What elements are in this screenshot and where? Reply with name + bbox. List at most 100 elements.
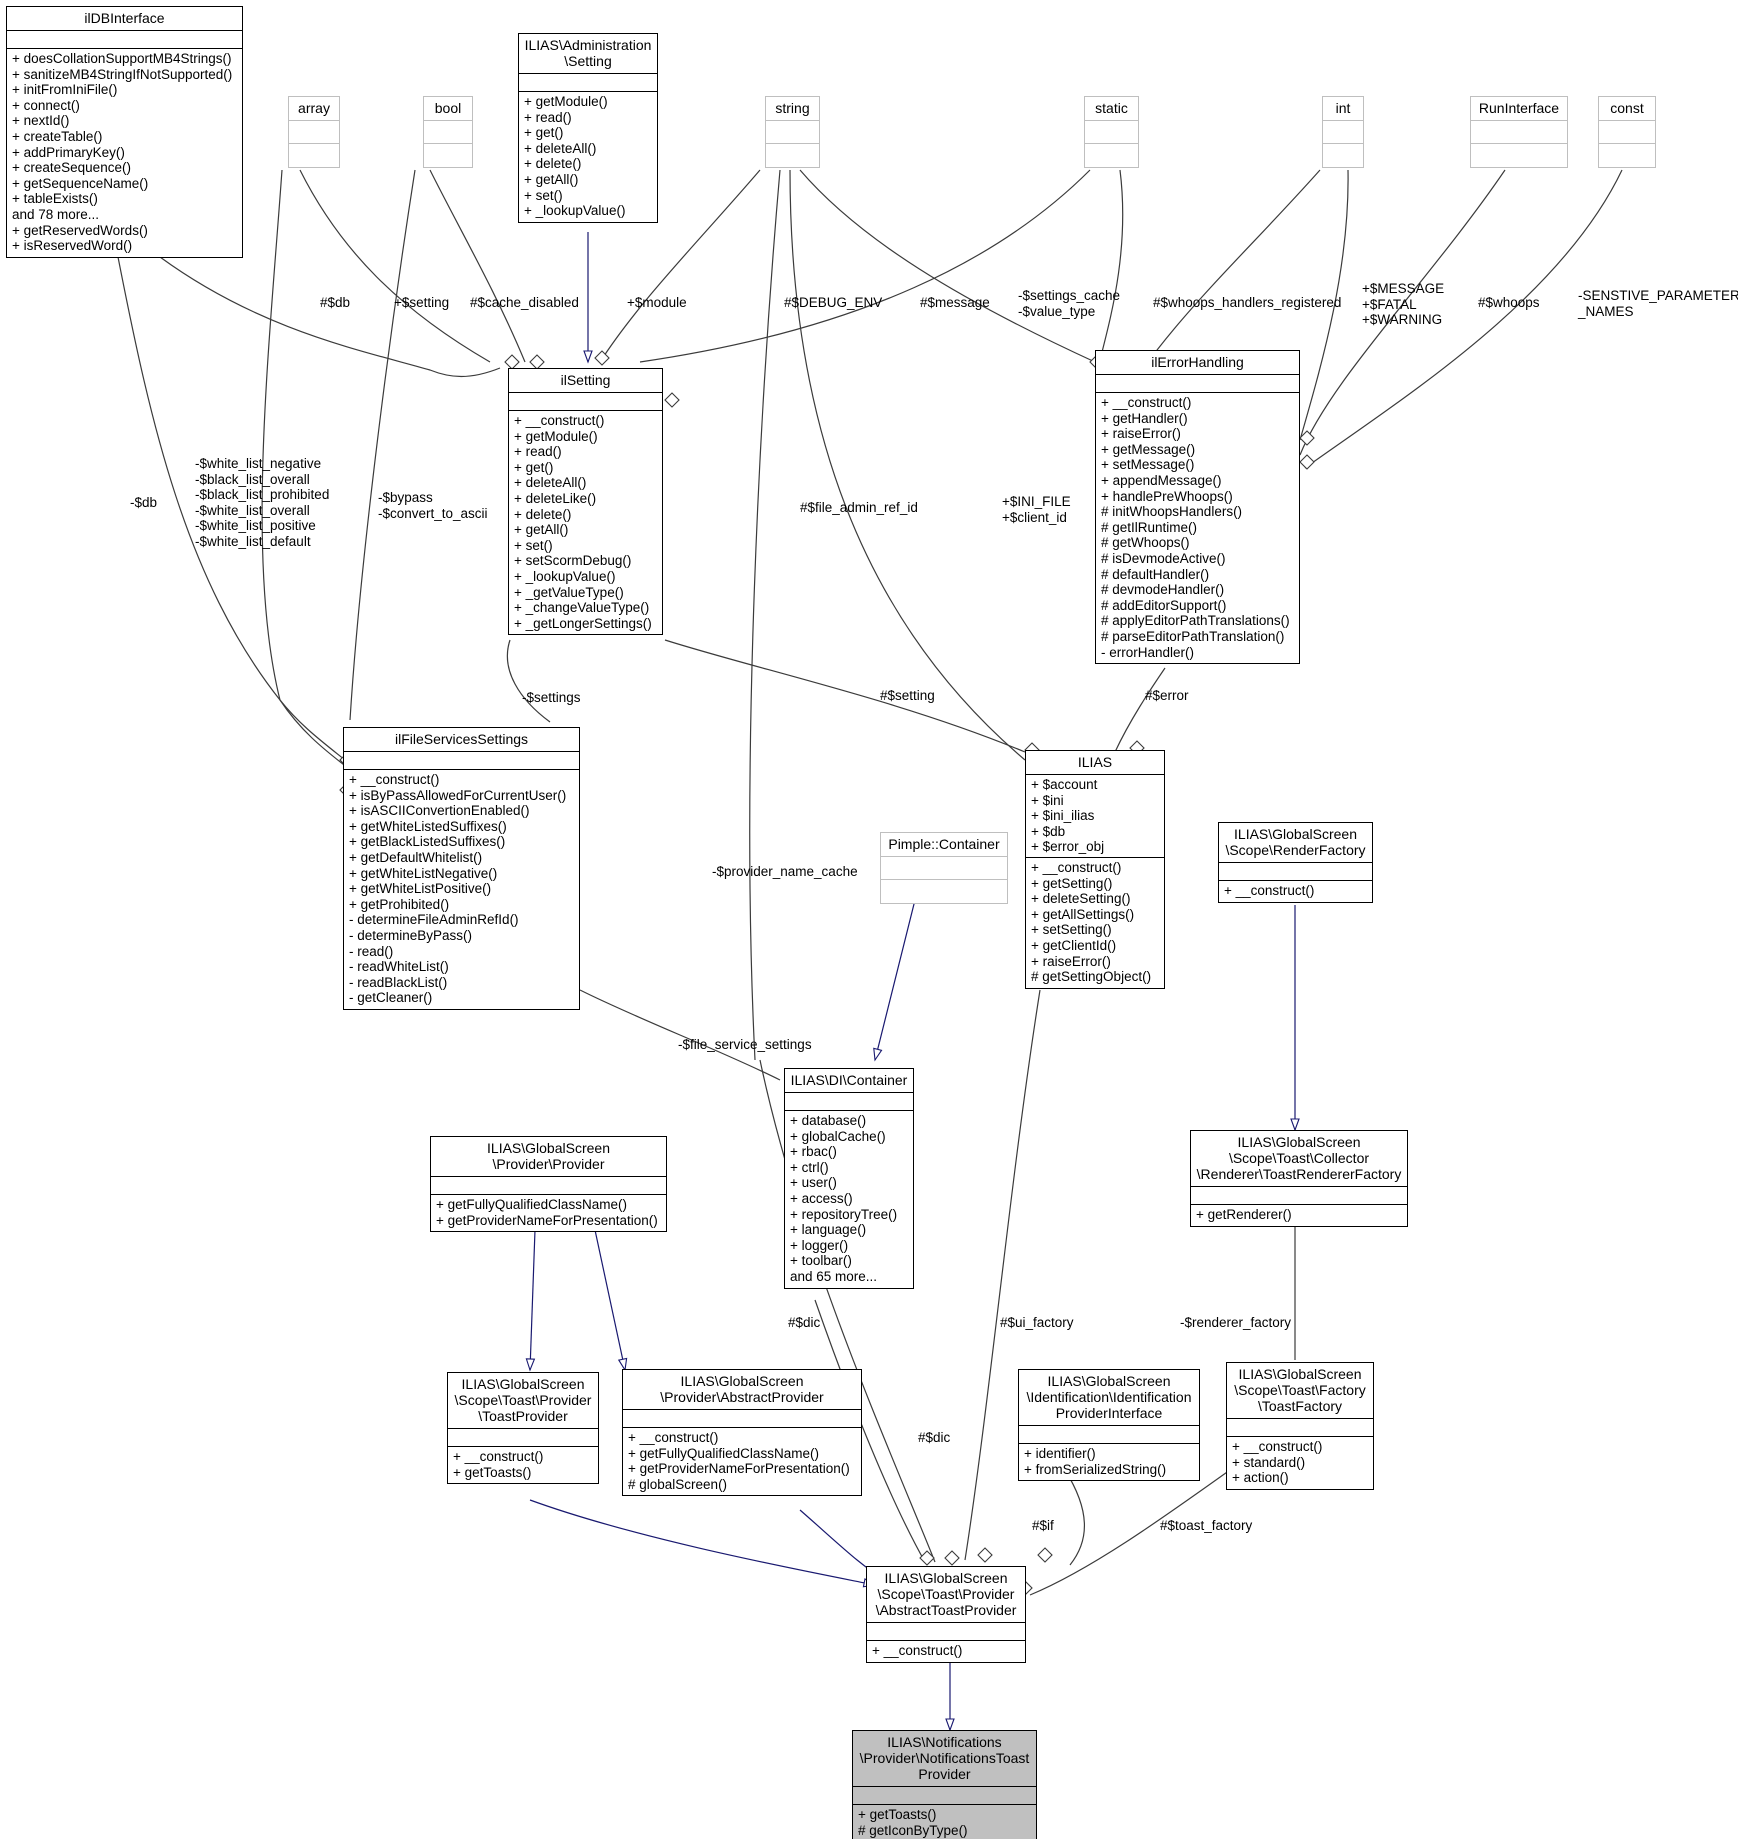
class-member-line: + globalCache()	[790, 1128, 886, 1144]
class-node-static[interactable]: static	[1084, 96, 1139, 168]
class-node-runinterface[interactable]: RunInterface	[1470, 96, 1568, 168]
class-attributes	[1599, 121, 1655, 144]
class-node-toast-renderer-factory[interactable]: ILIAS\GlobalScreen \Scope\Toast\Collecto…	[1190, 1130, 1408, 1227]
class-member-line: + isByPassAllowedForCurrentUser()	[349, 787, 567, 803]
class-operations	[1323, 144, 1363, 167]
class-node-notifications-toast-provider[interactable]: ILIAS\Notifications \Provider\Notificati…	[852, 1730, 1037, 1839]
class-member-line: + sanitizeMB4StringIfNotSupported()	[12, 66, 233, 82]
class-attributes	[1019, 1426, 1199, 1444]
class-member-line: + standard()	[1232, 1454, 1306, 1470]
class-member-line: # addEditorSupport()	[1101, 597, 1227, 613]
class-member-line: + access()	[790, 1190, 853, 1206]
class-member-line: + __construct()	[628, 1430, 719, 1445]
class-node-ilErrorHandling[interactable]: ilErrorHandling + __construct()+ getHand…	[1095, 350, 1300, 665]
class-member-line: and 65 more...	[790, 1268, 878, 1284]
class-operations: + getRenderer()	[1191, 1205, 1407, 1226]
edge-label-db: #$db	[320, 295, 351, 310]
class-member-line: + logger()	[790, 1237, 849, 1253]
class-member-line: + rbac()	[790, 1144, 837, 1160]
class-member-line: + deleteAll()	[514, 475, 587, 491]
class-member-line: and 78 more...	[12, 206, 100, 222]
class-attributes	[519, 74, 657, 92]
class-operations: + __construct()+ getFullyQualifiedClassN…	[623, 1428, 861, 1495]
class-member-line: + getFullyQualifiedClassName()	[436, 1197, 627, 1212]
class-operations: + __construct()	[867, 1641, 1025, 1662]
edge-label-module: +$module	[627, 295, 687, 310]
class-title: ILIAS\GlobalScreen \Scope\Toast\Provider…	[867, 1567, 1025, 1623]
class-member-line: + getWhiteListPositive()	[349, 881, 492, 897]
class-member-line: - readBlackList()	[349, 974, 448, 990]
edge-label-if: #$if	[1032, 1518, 1054, 1533]
class-member-line: + _getLongerSettings()	[514, 615, 652, 631]
class-operations	[289, 144, 339, 167]
class-member-line: + getWhiteListedSuffixes()	[349, 818, 507, 834]
class-node-toast-provider[interactable]: ILIAS\GlobalScreen \Scope\Toast\Provider…	[447, 1372, 599, 1485]
class-member-line: + __construct()	[1101, 395, 1192, 410]
edge-label-setting-pub: +$setting	[394, 295, 450, 310]
class-node-string[interactable]: string	[765, 96, 820, 168]
class-member-line: - read()	[349, 943, 394, 959]
class-node-int[interactable]: int	[1322, 96, 1364, 168]
class-node-bool[interactable]: bool	[423, 96, 473, 168]
class-member-line: + $ini_ilias	[1031, 808, 1095, 824]
class-title: ilErrorHandling	[1096, 351, 1299, 375]
class-member-line: + action()	[1232, 1470, 1289, 1486]
class-node-administration-setting[interactable]: ILIAS\Administration \Setting + getModul…	[518, 33, 658, 223]
edge-label-file-admin-ref: #$file_admin_ref_id	[800, 500, 918, 515]
class-member-line: + __construct()	[349, 772, 440, 787]
class-node-ILIAS[interactable]: ILIAS + $account+ $ini+ $ini_ilias+ $db+…	[1025, 750, 1165, 989]
class-member-line: + $db	[1031, 823, 1066, 839]
class-member-line: # initWhoopsHandlers()	[1101, 504, 1243, 520]
class-member-line: + raiseError()	[1101, 426, 1181, 442]
class-member-line: + createSequence()	[12, 160, 131, 176]
class-member-line: + get()	[514, 459, 554, 475]
class-node-toast-factory[interactable]: ILIAS\GlobalScreen \Scope\Toast\Factory …	[1226, 1362, 1374, 1490]
class-attributes: + $account+ $ini+ $ini_ilias+ $db+ $erro…	[1026, 775, 1164, 858]
class-member-line: + getRenderer()	[1196, 1207, 1292, 1222]
class-node-di-container[interactable]: ILIAS\DI\Container + database()+ globalC…	[784, 1068, 914, 1289]
class-title: ILIAS\GlobalScreen \Scope\Toast\Factory …	[1227, 1363, 1373, 1419]
edge-label-whoops-registered: #$whoops_handlers_registered	[1153, 295, 1342, 310]
class-node-ilSetting[interactable]: ilSetting + __construct()+ getModule()+ …	[508, 368, 663, 636]
class-node-render-factory[interactable]: ILIAS\GlobalScreen \Scope\RenderFactory …	[1218, 822, 1373, 903]
edge-label-settings: -$settings	[522, 690, 581, 705]
class-member-line: + getAllSettings()	[1031, 906, 1135, 922]
class-title: const	[1599, 97, 1655, 121]
class-node-abstract-toast-provider[interactable]: ILIAS\GlobalScreen \Scope\Toast\Provider…	[866, 1566, 1026, 1663]
class-operations: + __construct()+ isByPassAllowedForCurre…	[344, 770, 579, 1009]
class-node-identification-provider-interface[interactable]: ILIAS\GlobalScreen \Identification\Ident…	[1018, 1369, 1200, 1482]
class-node-ilFileServicesSettings[interactable]: ilFileServicesSettings + __construct()+ …	[343, 727, 580, 1010]
class-member-line: + isASCIIConvertionEnabled()	[349, 803, 530, 819]
class-member-line: + getProhibited()	[349, 896, 450, 912]
edge-label-toast-factory: #$toast_factory	[1160, 1518, 1253, 1533]
class-node-array[interactable]: array	[288, 96, 340, 168]
class-title: ilFileServicesSettings	[344, 728, 579, 752]
class-member-line: + get()	[524, 125, 564, 141]
class-operations	[424, 144, 472, 167]
class-member-line: + read()	[514, 444, 562, 460]
class-member-line: + user()	[790, 1175, 837, 1191]
class-node-abstract-provider[interactable]: ILIAS\GlobalScreen \Provider\AbstractPro…	[622, 1369, 862, 1497]
class-member-line: # defaultHandler()	[1101, 566, 1210, 582]
class-member-line: + deleteAll()	[524, 140, 597, 156]
class-attributes	[1191, 1187, 1407, 1205]
class-member-line: + getToasts()	[453, 1464, 532, 1480]
class-member-line: + $account	[1031, 777, 1098, 792]
class-member-line: + _changeValueType()	[514, 600, 650, 616]
class-title: array	[289, 97, 339, 121]
class-member-line: + getMessage()	[1101, 441, 1196, 457]
class-node-pimple-container[interactable]: Pimple::Container	[880, 832, 1008, 904]
class-node-ilDBInterface[interactable]: ilDBInterface + doesCollationSupportMB4S…	[6, 6, 243, 258]
class-attributes	[1471, 121, 1567, 144]
class-operations	[1599, 144, 1655, 167]
class-title: ILIAS\Administration \Setting	[519, 34, 657, 74]
class-member-line: + getToasts()	[858, 1807, 937, 1822]
class-operations: + database()+ globalCache()+ rbac()+ ctr…	[785, 1111, 913, 1288]
class-node-provider-provider[interactable]: ILIAS\GlobalScreen \Provider\Provider + …	[430, 1136, 667, 1233]
edge-label-dic1: #$dic	[788, 1315, 821, 1330]
class-attributes	[1219, 863, 1372, 881]
class-node-const[interactable]: const	[1598, 96, 1656, 168]
class-member-line: + getHandler()	[1101, 410, 1188, 426]
class-operations: + doesCollationSupportMB4Strings()+ sani…	[7, 49, 242, 257]
